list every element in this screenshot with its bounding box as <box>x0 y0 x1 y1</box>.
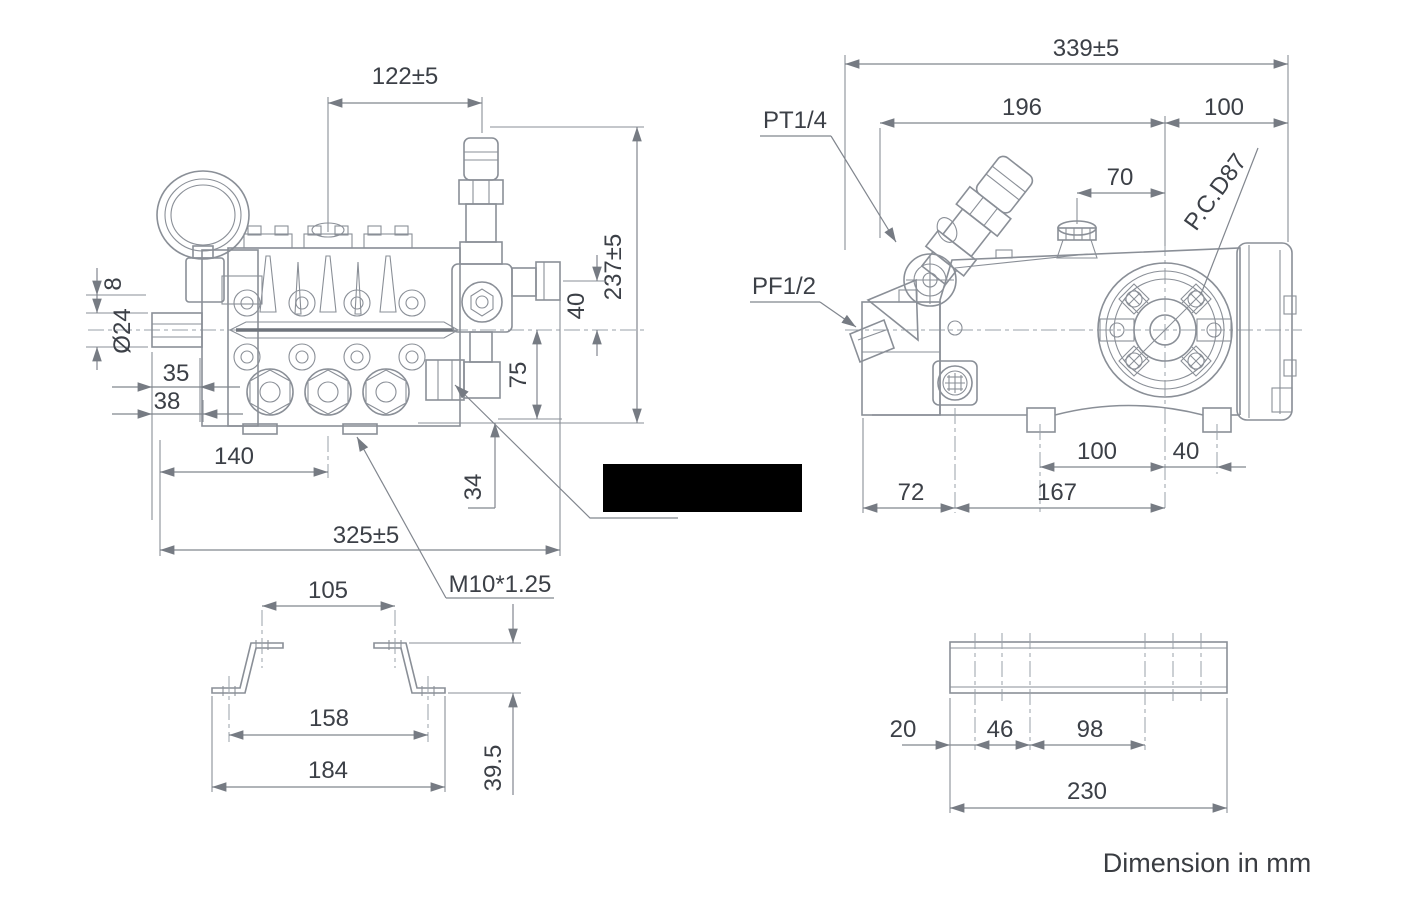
pressure-gauge <box>156 170 263 305</box>
oil-filler-cap <box>1056 220 1098 259</box>
dim-75: 75 <box>505 362 532 389</box>
rail-outline <box>949 641 1228 694</box>
dim-105: 105 <box>308 577 348 604</box>
redacted-leader <box>454 384 678 519</box>
side-view-dimensions: 122±5 237±5 40 75 34 8 Ø24 <box>86 63 678 599</box>
hex-plugs <box>246 368 410 416</box>
dim-167: 167 <box>1037 479 1077 506</box>
dim-46: 46 <box>987 716 1014 743</box>
dim-39-5: 39.5 <box>480 745 507 792</box>
inlet-stub <box>848 318 896 364</box>
outlet-hex <box>535 261 561 301</box>
dim-dia24: Ø24 <box>109 308 136 353</box>
dim-237: 237±5 <box>600 234 627 301</box>
head-bolts <box>243 222 413 249</box>
dim-158: 158 <box>309 705 349 732</box>
mounting-bracket-view: 105 158 184 39.5 <box>211 577 521 795</box>
valve-bracket <box>866 278 919 342</box>
dim-122: 122±5 <box>372 63 439 90</box>
crankcase-body <box>861 247 1241 433</box>
dim-72: 72 <box>898 479 925 506</box>
front-view-dimensions: 339±5 196 100 70 P.C.D87 PT1/4 PF1/2 100 <box>750 35 1289 513</box>
unloader-valve-front <box>848 155 1034 364</box>
drive-flange <box>1097 262 1233 398</box>
dim-20: 20 <box>890 716 917 743</box>
pump-side-view: 122±5 237±5 40 75 34 8 Ø24 <box>86 63 678 599</box>
unloader-valve <box>425 137 561 401</box>
dim-98: 98 <box>1077 716 1104 743</box>
rear-cover <box>1236 242 1297 421</box>
outlet-flange <box>511 267 537 297</box>
dim-70: 70 <box>1107 164 1134 191</box>
manifold-band <box>228 321 460 339</box>
flange-bolt-lugs <box>1099 283 1232 377</box>
dim-38: 38 <box>154 388 181 415</box>
valve-ports <box>233 289 426 371</box>
dim-34: 34 <box>460 474 487 501</box>
units-note: Dimension in mm <box>1103 848 1312 878</box>
mounting-foot <box>242 423 278 435</box>
port-top-label: PT1/4 <box>763 107 827 134</box>
dim-100-bottom: 100 <box>1077 438 1117 465</box>
thread-callout: M10*1.25 <box>449 571 552 598</box>
dim-140: 140 <box>214 443 254 470</box>
port-side-label: PF1/2 <box>752 273 816 300</box>
dim-196: 196 <box>1002 94 1042 121</box>
dim-8: 8 <box>100 277 127 290</box>
mounting-foot <box>1026 407 1056 433</box>
mounting-foot <box>342 423 378 435</box>
redacted-label <box>603 464 802 512</box>
bracket-left <box>211 642 284 694</box>
dim-35: 35 <box>163 360 190 387</box>
dim-100-top: 100 <box>1204 94 1244 121</box>
dim-339: 339±5 <box>1053 35 1120 62</box>
pump-front-view: 339±5 196 100 70 P.C.D87 PT1/4 PF1/2 100 <box>750 35 1302 513</box>
pump-body <box>201 222 461 435</box>
dim-230: 230 <box>1067 778 1107 805</box>
dim-40-bottom: 40 <box>1173 438 1200 465</box>
dim-325: 325±5 <box>333 522 400 549</box>
valve-cones <box>259 255 397 315</box>
dim-40-side: 40 <box>563 293 590 320</box>
mounting-rail-view: 20 46 98 230 <box>890 633 1228 813</box>
drain-plug <box>937 365 973 401</box>
bracket-right <box>373 642 446 694</box>
inlet-hex-nut <box>425 359 465 401</box>
dim-184: 184 <box>308 757 348 784</box>
